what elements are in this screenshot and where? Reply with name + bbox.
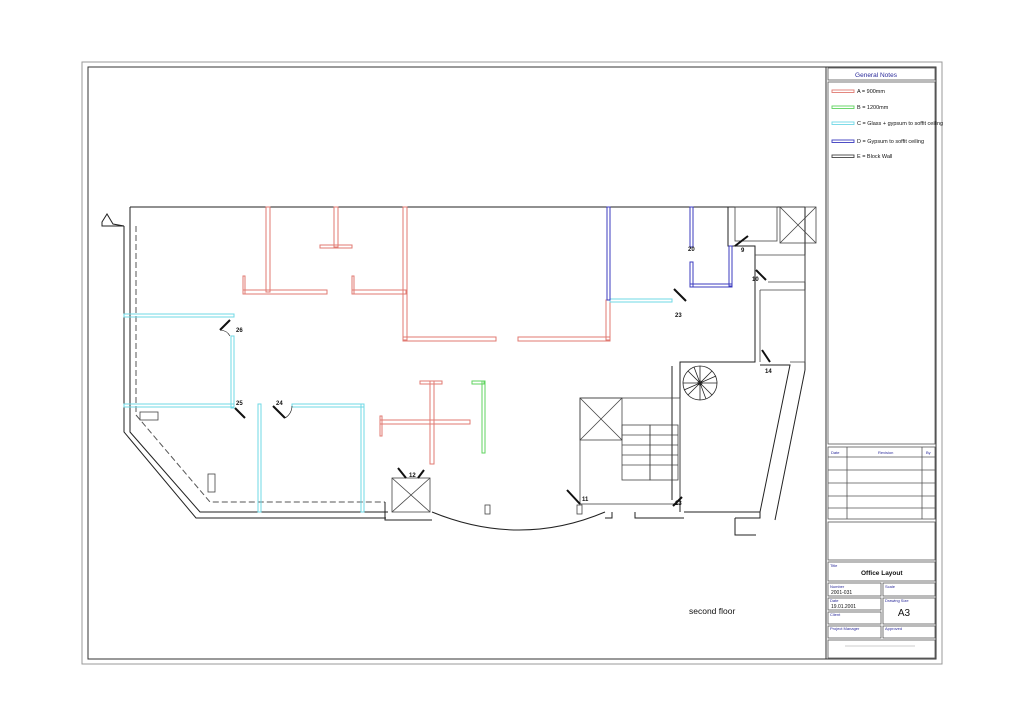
- floor-caption: second floor: [689, 606, 735, 616]
- door-tag-23: 23: [675, 313, 682, 319]
- project-manager-box: [827, 625, 882, 639]
- door-tag-25: 25: [236, 401, 243, 407]
- inner-border: [87, 66, 937, 660]
- partitions-b: [471, 380, 486, 454]
- title-block-column: General Notes A = 900mm B = 1200mm C = G…: [825, 67, 943, 659]
- floor-plan: 26 25 24 12 11 13 14 23 20 9 10 second f…: [101, 206, 817, 616]
- outer-border: [81, 61, 943, 665]
- door-tag-12: 12: [409, 473, 416, 479]
- partitions-c: [123, 298, 673, 513]
- stair-core: [139, 397, 681, 515]
- exterior-wall: [101, 206, 806, 536]
- date-label: Date: [830, 598, 839, 603]
- legend-box: [827, 81, 936, 445]
- drawing-date: 19.01.2001: [831, 604, 856, 610]
- revision-table: Date Revision By: [827, 446, 936, 520]
- drawing-size: A3: [898, 608, 911, 619]
- drawing-size-label: Drawing Size: [885, 598, 909, 603]
- svg-text:E = Block Wall: E = Block Wall: [857, 154, 892, 160]
- partitions-d: [606, 206, 733, 301]
- door-tag-24: 24: [276, 401, 283, 407]
- door-tag-26: 26: [236, 328, 243, 334]
- title-box: [827, 561, 936, 582]
- drawing-size-box: [882, 597, 936, 625]
- scale-box: [882, 582, 936, 597]
- door-tag-13: 13: [675, 501, 682, 507]
- svg-text:B = 1200mm: B = 1200mm: [857, 105, 889, 111]
- door-tag-11: 11: [582, 497, 589, 503]
- door-tag-9: 9: [741, 248, 745, 254]
- revision-header-by: By: [926, 450, 931, 455]
- partitions-a: [242, 206, 611, 465]
- upper-right-rooms: [734, 206, 817, 363]
- scale-label: Scale: [885, 584, 896, 589]
- drawing-number: 2001-031: [831, 590, 852, 596]
- svg-text:D = Gypsum to soffit ceiling: D = Gypsum to soffit ceiling: [857, 139, 924, 145]
- approved-box: [882, 625, 936, 639]
- doors: [219, 235, 771, 507]
- legend-title-box: [827, 67, 936, 81]
- client-label: Client: [830, 612, 841, 617]
- legend-item-b: B = 1200mm: [831, 105, 889, 111]
- number-label: Number: [830, 584, 845, 589]
- date-box: [827, 597, 882, 611]
- door-tag-14: 14: [765, 369, 772, 375]
- door-tag-10: 10: [752, 277, 759, 283]
- revision-header-date: Date: [831, 450, 840, 455]
- legend-item-a: A = 900mm: [831, 89, 885, 95]
- door-tag-20: 20: [688, 247, 695, 253]
- project-manager-label: Project Manager: [830, 626, 860, 631]
- legend-title: General Notes: [855, 72, 898, 79]
- spiral-stair: [682, 365, 718, 401]
- svg-text:A = 900mm: A = 900mm: [857, 89, 885, 95]
- client-box: [827, 611, 882, 625]
- title-label: Title: [830, 563, 838, 568]
- number-box: [827, 582, 882, 597]
- bottom-box: [827, 639, 936, 659]
- legend-item-e: E = Block Wall: [831, 154, 892, 160]
- legend-item-c: C = Glass + gypsum to soffit ceiling: [831, 121, 943, 127]
- legend-item-d: D = Gypsum to soffit ceiling: [831, 139, 924, 145]
- svg-text:C = Glass + gypsum to soffit c: C = Glass + gypsum to soffit ceiling: [857, 121, 943, 127]
- revision-header-revision: Revision: [878, 450, 893, 455]
- drawing-title: Office Layout: [861, 570, 903, 577]
- approved-label: Approved: [885, 626, 902, 631]
- blank-box: [827, 521, 936, 561]
